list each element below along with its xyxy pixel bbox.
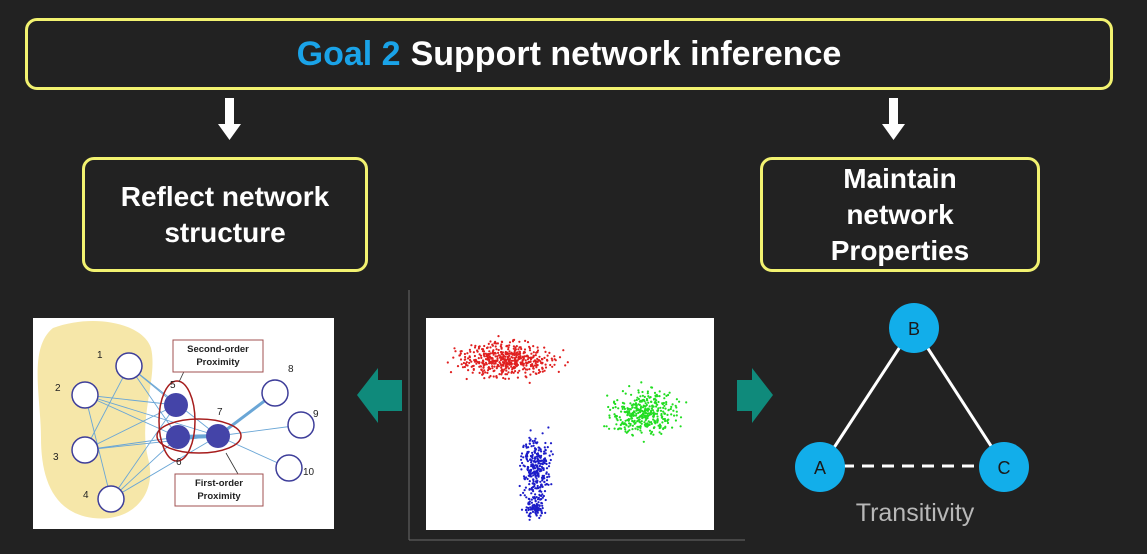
- node-label-6: 6: [176, 457, 182, 468]
- embedding-scatter: [446, 335, 688, 521]
- node-b-label: B: [908, 319, 920, 339]
- reflect-line-1: Reflect network: [120, 180, 330, 212]
- node-5: [164, 393, 188, 417]
- reflect-structure-box: Reflect network structure: [82, 157, 368, 272]
- node-6: [166, 425, 190, 449]
- cluster-blue: [518, 426, 554, 507]
- node-label-4: 4: [83, 490, 89, 501]
- maintain-properties-box: Maintain network Properties: [760, 157, 1040, 272]
- first-order-label-2: Proximity: [197, 491, 241, 502]
- second-order-label-1: Second-order: [187, 344, 249, 355]
- cluster-red: [446, 335, 569, 384]
- maintain-line-1: Maintain: [843, 162, 957, 194]
- maintain-line-3: Properties: [830, 234, 970, 266]
- node-label-1: 1: [97, 350, 103, 361]
- second-order-label-2: Proximity: [196, 357, 240, 368]
- node-3: [71, 436, 99, 464]
- first-order-label-1: First-order: [195, 478, 243, 489]
- node-4: [97, 485, 125, 513]
- node-label-2: 2: [55, 383, 61, 394]
- node-1: [115, 352, 143, 380]
- node-label-9: 9: [313, 409, 319, 420]
- node-c-label: C: [998, 458, 1011, 478]
- proximity-diagram-panel: Second-order Proximity First-order Proxi…: [33, 318, 334, 529]
- cluster-blue-tail: [520, 493, 547, 521]
- proximity-diagram: Second-order Proximity First-order Proxi…: [37, 320, 319, 519]
- maintain-line-2: network: [846, 198, 954, 230]
- node-c: [979, 442, 1029, 492]
- goal-title: Support network inference: [410, 34, 842, 73]
- cluster-green: [603, 381, 688, 443]
- reflect-line-2: structure: [164, 216, 286, 248]
- node-label-5: 5: [170, 380, 176, 391]
- node-8: [261, 379, 289, 407]
- node-label-3: 3: [53, 452, 59, 463]
- transitivity-caption: Transitivity: [856, 499, 975, 527]
- node-9: [287, 411, 315, 439]
- goal-number: Goal 2: [296, 34, 401, 73]
- node-label-10: 10: [303, 467, 315, 478]
- node-2: [71, 381, 99, 409]
- node-label-8: 8: [288, 364, 294, 375]
- node-label-7: 7: [217, 407, 223, 418]
- goal-banner: Goal 2 Support network inference: [25, 18, 1113, 90]
- node-a: [795, 442, 845, 492]
- node-7: [206, 424, 230, 448]
- node-a-label: A: [814, 458, 826, 478]
- embedding-scatter-panel: [426, 318, 714, 530]
- node-10: [275, 454, 303, 482]
- node-b: [889, 303, 939, 353]
